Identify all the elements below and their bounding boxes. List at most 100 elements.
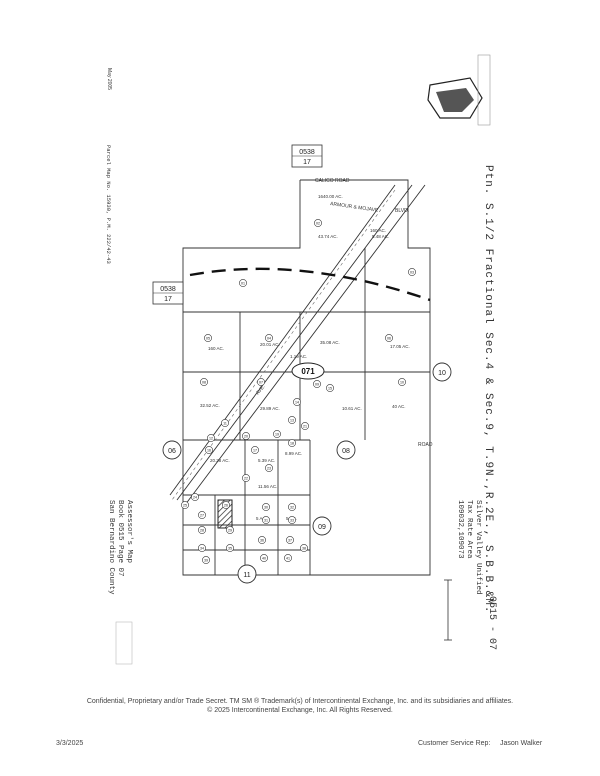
parcel-number-label: 36	[260, 539, 264, 543]
map-date: May 2005	[106, 68, 112, 90]
rep-label: Customer Service Rep:	[418, 740, 491, 747]
parcel-number-label: 27	[200, 514, 204, 518]
parcel-number-label: 37	[288, 539, 292, 543]
road-calico: CALICO ROAD	[315, 178, 350, 184]
parcel-number-label: 35	[228, 547, 232, 551]
road-road: ROAD	[418, 442, 433, 448]
parcel-marker	[221, 419, 229, 427]
parcel-number-label: 04	[267, 337, 271, 341]
assessor-map-caption: Assessor's Map Book 0515 Page 07 San Ber…	[106, 500, 133, 595]
center-page-number: 071	[291, 362, 325, 380]
acreage-label: 20.01 AC.	[260, 342, 280, 347]
parcel-marker	[301, 422, 309, 430]
acreage-label: 1.19 AC.	[290, 354, 307, 359]
parcel-marker	[258, 536, 266, 544]
acreage-label: 35.08 AC.	[320, 340, 340, 345]
acreage-label: 10.61 AC.	[342, 406, 362, 411]
tax-rate-area-label: Tax Rate Area	[465, 500, 473, 559]
parcel-number-label: 10	[400, 381, 404, 385]
parcel-marker	[314, 219, 322, 227]
parcel-marker	[273, 430, 281, 438]
district-name: Silver Valley Unified	[474, 500, 482, 595]
parcel-number-label: 22	[244, 477, 248, 481]
section-ref-09: 09	[312, 516, 332, 536]
parcel-number-label: 15	[328, 387, 332, 391]
acreage-label: 5 AC.	[256, 516, 267, 521]
parcel-marker	[198, 526, 206, 534]
book-ref-left-book: 0538	[160, 286, 176, 293]
acreage-label: 32.52 AC.	[200, 403, 220, 408]
parcel-marker	[288, 503, 296, 511]
road-ave: AVE.	[255, 384, 267, 396]
section-ref-11-label: 11	[243, 572, 250, 579]
parcel-number-label: 38	[302, 547, 306, 551]
section-ref-09-label: 09	[318, 524, 326, 531]
print-date: 3/3/2025	[56, 740, 84, 747]
parcel-marker	[181, 501, 189, 509]
acreage-label: 160 AC.	[208, 346, 224, 351]
book-ref-top-page: 17	[303, 159, 311, 166]
acreage-label: 17.05 AC.	[390, 344, 410, 349]
county-seal-icon	[427, 54, 491, 126]
parcel-marker	[300, 544, 308, 552]
section-ref-10-label: 10	[438, 370, 446, 377]
acreage-label: 5.48 AC.	[372, 234, 389, 239]
acreage-label: 5.39 AC.	[258, 458, 275, 463]
parcel-number-label: 06	[387, 337, 391, 341]
parcel-number-label: 16	[207, 449, 211, 453]
parcel-number-label: 01	[241, 282, 245, 286]
acreage-label: 11.56 AC.	[258, 484, 277, 489]
parcel-number-label: 39	[204, 559, 208, 563]
parcel-marker	[207, 434, 215, 442]
parcel-marker	[226, 544, 234, 552]
parcel-number-label: 17	[253, 449, 257, 453]
book-ref-left-page: 17	[164, 296, 172, 303]
parcel-marker	[198, 544, 206, 552]
parcel-number-label: 34	[200, 547, 204, 551]
parcel-number-label: 33	[290, 519, 294, 523]
acreage-label: 20.28 AC.	[210, 458, 230, 463]
parcel-number-label: 20	[244, 435, 248, 439]
parcel-marker	[257, 378, 265, 386]
parcel-marker	[242, 432, 250, 440]
parcel-marker	[226, 526, 234, 534]
parcel-number-label: 02	[316, 222, 320, 226]
parcel-number-label: 23	[267, 467, 271, 471]
parcel-marker	[222, 501, 230, 509]
book-ref-top: 0538 17	[291, 144, 323, 168]
parcel-number-label: 14	[295, 401, 299, 405]
parcel-number-label: 08	[202, 381, 206, 385]
section-ref-10: 10	[432, 362, 452, 382]
parcel-number-label: 09	[315, 383, 319, 387]
assessor-map-line: Assessor's Map	[125, 500, 133, 564]
acreage-label: 29.89 AC.	[260, 406, 280, 411]
scale-bar	[444, 579, 452, 641]
acreage-label: 160 AC.	[370, 228, 386, 233]
parcel-number-label: 19	[275, 433, 279, 437]
parcel-marker	[288, 516, 296, 524]
parcel-marker	[286, 536, 294, 544]
parcel-marker	[260, 554, 268, 562]
parcel-number-label: 28	[200, 529, 204, 533]
parcel-number-label: 32	[290, 506, 294, 510]
parcel-number-label: 26	[224, 504, 228, 508]
stamp-box	[115, 621, 133, 665]
parcel-number-label: 29	[228, 529, 232, 533]
parcel-number-label: 30	[264, 506, 268, 510]
section-ref-08-label: 08	[342, 448, 350, 455]
parcel-marker	[191, 493, 199, 501]
parcel-number-label: 03	[410, 271, 414, 275]
acreage-label: 8.99 AC.	[285, 451, 302, 456]
parcel-number-label: 07	[259, 381, 263, 385]
parcel-marker	[284, 554, 292, 562]
parcel-number-label: 21	[303, 425, 307, 429]
parcel-number-label: 31	[264, 519, 268, 523]
parcel-marker	[288, 416, 296, 424]
parcel-marker	[262, 503, 270, 511]
parcel-number-label: 25	[183, 504, 187, 508]
parcel-marker	[265, 334, 273, 342]
footer-copyright-line: © 2025 Intercontinental Exchange, Inc. A…	[207, 707, 393, 714]
rep-name: Jason Walker	[500, 740, 543, 747]
map-number: 0515 - 07	[486, 596, 497, 651]
